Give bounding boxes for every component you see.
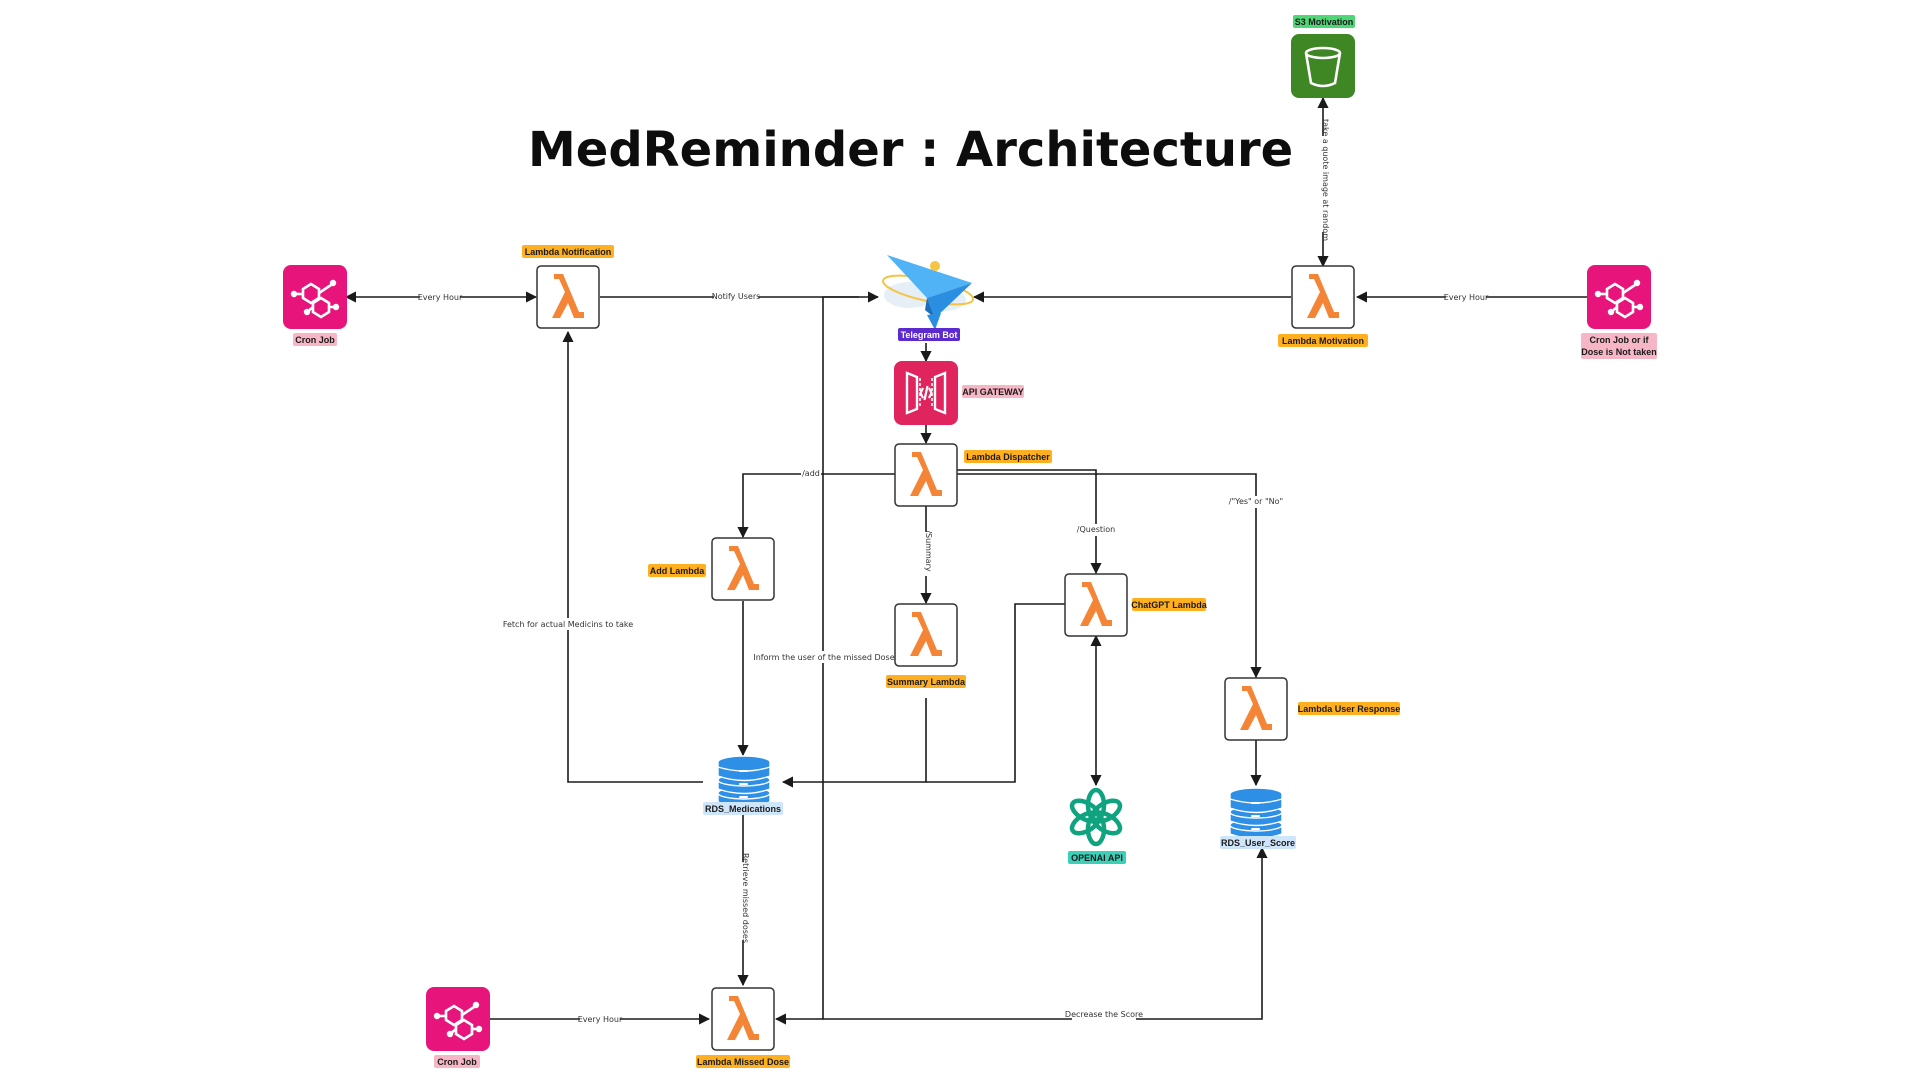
edge-label-add: /add — [802, 469, 820, 478]
node-rds-user-score[interactable]: RDS_User_Score — [1220, 787, 1296, 849]
edge-label-yes-no: /"Yes" or "No" — [1229, 497, 1283, 506]
eventbridge-icon — [1587, 265, 1651, 329]
lambda-icon — [894, 603, 958, 667]
s3-bucket-icon — [1291, 34, 1355, 98]
add-lambda-label: Add Lambda — [650, 566, 705, 576]
node-api-gateway[interactable]: API GATEWAY — [894, 361, 1024, 425]
api-gateway-label: API GATEWAY — [962, 387, 1024, 397]
edge-dispatcher-chatgpt — [957, 469, 1102, 575]
edge-label-take-quote: take a quote image at random — [1321, 119, 1330, 241]
node-s3-motivation[interactable]: S3 Motivation — [1291, 15, 1355, 98]
edge-chatgpt-rds — [926, 603, 1065, 783]
openai-icon — [1069, 790, 1124, 844]
cron-job-2-label-line2: Dose is Not taken — [1581, 347, 1657, 357]
edge-label-decrease-score: Decrease the Score — [1065, 1010, 1143, 1019]
lambda-icon — [536, 265, 600, 329]
node-cron-job-1[interactable]: Cron Job — [283, 265, 347, 346]
telegram-icon — [881, 255, 975, 330]
lambda-icon — [711, 537, 775, 601]
rds-user-score-label: RDS_User_Score — [1221, 838, 1295, 848]
node-summary-lambda[interactable]: Summary Lambda — [886, 603, 966, 688]
node-rds-medications[interactable]: RDS_Medications — [703, 755, 783, 815]
node-cron-job-3[interactable]: Cron Job — [426, 987, 490, 1068]
edge-label-every-hour-1: Every Hour — [418, 293, 463, 302]
edge-summary-rds — [781, 698, 927, 788]
node-openai-api[interactable]: OPENAI API — [1068, 790, 1126, 864]
edge-label-question: /Question — [1077, 525, 1115, 534]
lambda-missed-dose-label: Lambda Missed Dose — [697, 1057, 789, 1067]
summary-lambda-label: Summary Lambda — [887, 677, 966, 687]
edge-dispatcher-userresponse — [957, 473, 1262, 679]
edges — [344, 96, 1587, 1025]
lambda-motivation-label: Lambda Motivation — [1282, 336, 1364, 346]
node-telegram-bot[interactable]: Telegram Bot — [881, 255, 976, 341]
database-icon — [717, 755, 771, 808]
edge-label-every-hour-3: Every Hour — [578, 1015, 623, 1024]
telegram-bot-label: Telegram Bot — [901, 330, 958, 340]
cron-job-3-label: Cron Job — [437, 1057, 477, 1067]
edge-label-retrieve-missed: Retrieve missed doses — [741, 853, 750, 943]
node-cron-job-2[interactable]: Cron Job or if Dose is Not taken — [1581, 265, 1657, 359]
lambda-notification-label: Lambda Notification — [525, 247, 612, 257]
edge-label-every-hour-2: Every Hour — [1444, 293, 1489, 302]
node-chatgpt-lambda[interactable]: ChatGPT Lambda — [1064, 573, 1208, 637]
edge-label-inform-missed: Inform the user of the missed Dose — [753, 653, 894, 662]
eventbridge-icon — [426, 987, 490, 1051]
lambda-icon — [1291, 265, 1355, 329]
cron-job-2-label-line1: Cron Job or if — [1590, 335, 1650, 345]
edge-label-fetch-medicines: Fetch for actual Medicins to take — [503, 620, 633, 629]
edge-label-notify-users: Notify Users — [712, 292, 761, 301]
page-title: MedReminder : Architecture — [528, 122, 1293, 178]
eventbridge-icon — [283, 265, 347, 329]
lambda-icon — [1224, 677, 1288, 741]
edge-labels: Every Hour Notify Users Every Hour take … — [418, 119, 1489, 1025]
node-lambda-dispatcher[interactable]: Lambda Dispatcher — [894, 443, 1052, 507]
edge-rds-notification — [562, 330, 703, 783]
node-lambda-notification[interactable]: Lambda Notification — [522, 245, 614, 329]
edge-dispatcher-add — [737, 473, 895, 539]
node-lambda-missed-dose[interactable]: Lambda Missed Dose — [696, 987, 790, 1068]
lambda-icon — [711, 987, 775, 1051]
node-lambda-motivation[interactable]: Lambda Motivation — [1278, 265, 1368, 347]
lambda-icon — [894, 443, 958, 507]
api-gateway-icon — [894, 361, 958, 425]
chatgpt-lambda-label: ChatGPT Lambda — [1131, 600, 1208, 610]
edge-misseddose-score — [823, 846, 1268, 1020]
database-icon — [1229, 787, 1283, 840]
node-lambda-user-response[interactable]: Lambda User Response — [1224, 677, 1401, 741]
node-add-lambda[interactable]: Add Lambda — [648, 537, 775, 601]
lambda-icon — [1064, 573, 1128, 637]
openai-api-label: OPENAI API — [1071, 853, 1123, 863]
lambda-user-response-label: Lambda User Response — [1298, 704, 1401, 714]
cron-job-1-label: Cron Job — [295, 335, 335, 345]
rds-medications-label: RDS_Medications — [705, 804, 781, 814]
edge-label-summary: /Summary — [924, 530, 933, 572]
s3-motivation-label: S3 Motivation — [1295, 17, 1354, 27]
lambda-dispatcher-label: Lambda Dispatcher — [966, 452, 1050, 462]
